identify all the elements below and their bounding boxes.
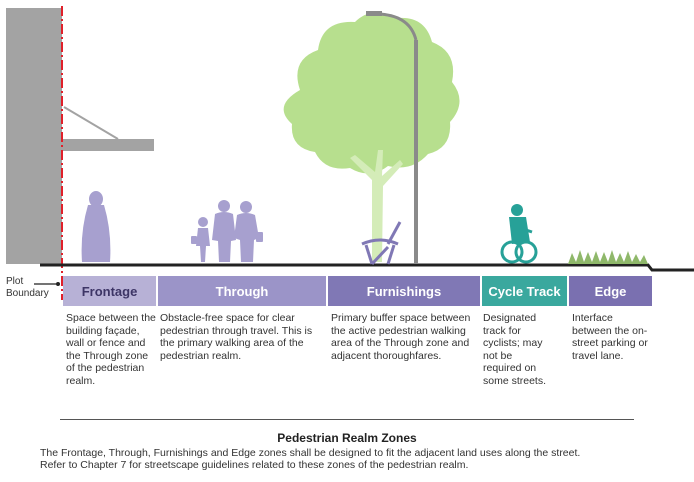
plot-boundary-label: Plot Boundary [6,276,49,300]
zone-header-through: Through [158,276,326,306]
zone-header-label: Cycle Track [488,283,561,299]
zone-description-cycle-track: Designated track for cyclists; may not b… [483,312,547,387]
zone-description-through: Obstacle-free space for clear pedestrian… [160,312,313,362]
ground-line [40,263,694,272]
zone-header-label: Edge [594,283,627,299]
caption-title: Pedestrian Realm Zones [277,431,417,445]
zone-description-furnishings: Primary buffer space between the active … [331,312,471,362]
awning-support [63,106,119,140]
zone-description-frontage: Space between the building façade, wall … [66,312,156,387]
street-tree [283,12,460,262]
street-lamp [366,11,418,264]
bench [361,221,402,266]
zone-header-cycle-track: Cycle Track [482,276,567,306]
building-facade [6,8,62,264]
zone-header-frontage: Frontage [63,276,156,306]
zone-description-edge: Interface between the on-street parking … [572,312,648,362]
cyclist [500,204,538,264]
zone-header-label: Through [215,283,269,299]
caption-line-1: The Frontage, Through, Furnishings and E… [40,447,581,459]
caption-line-2: Refer to Chapter 7 for streetscape guide… [40,459,469,471]
zone-header-label: Frontage [81,283,138,299]
zone-header-edge: Edge [569,276,652,306]
plot-boundary-dot [56,282,60,286]
plot-boundary-label-line2: Boundary [6,288,49,299]
adult-pedestrian [234,201,263,262]
plot-boundary-label-line1: Plot [6,276,24,287]
zone-header-label: Furnishings [366,283,442,299]
caption-divider [60,419,634,420]
adult-pedestrian [212,200,236,262]
awning [62,139,154,151]
child-pedestrian [191,217,210,262]
zone-header-furnishings: Furnishings [328,276,480,306]
frontage-pedestrian [81,191,111,262]
grass-strip [568,250,648,264]
